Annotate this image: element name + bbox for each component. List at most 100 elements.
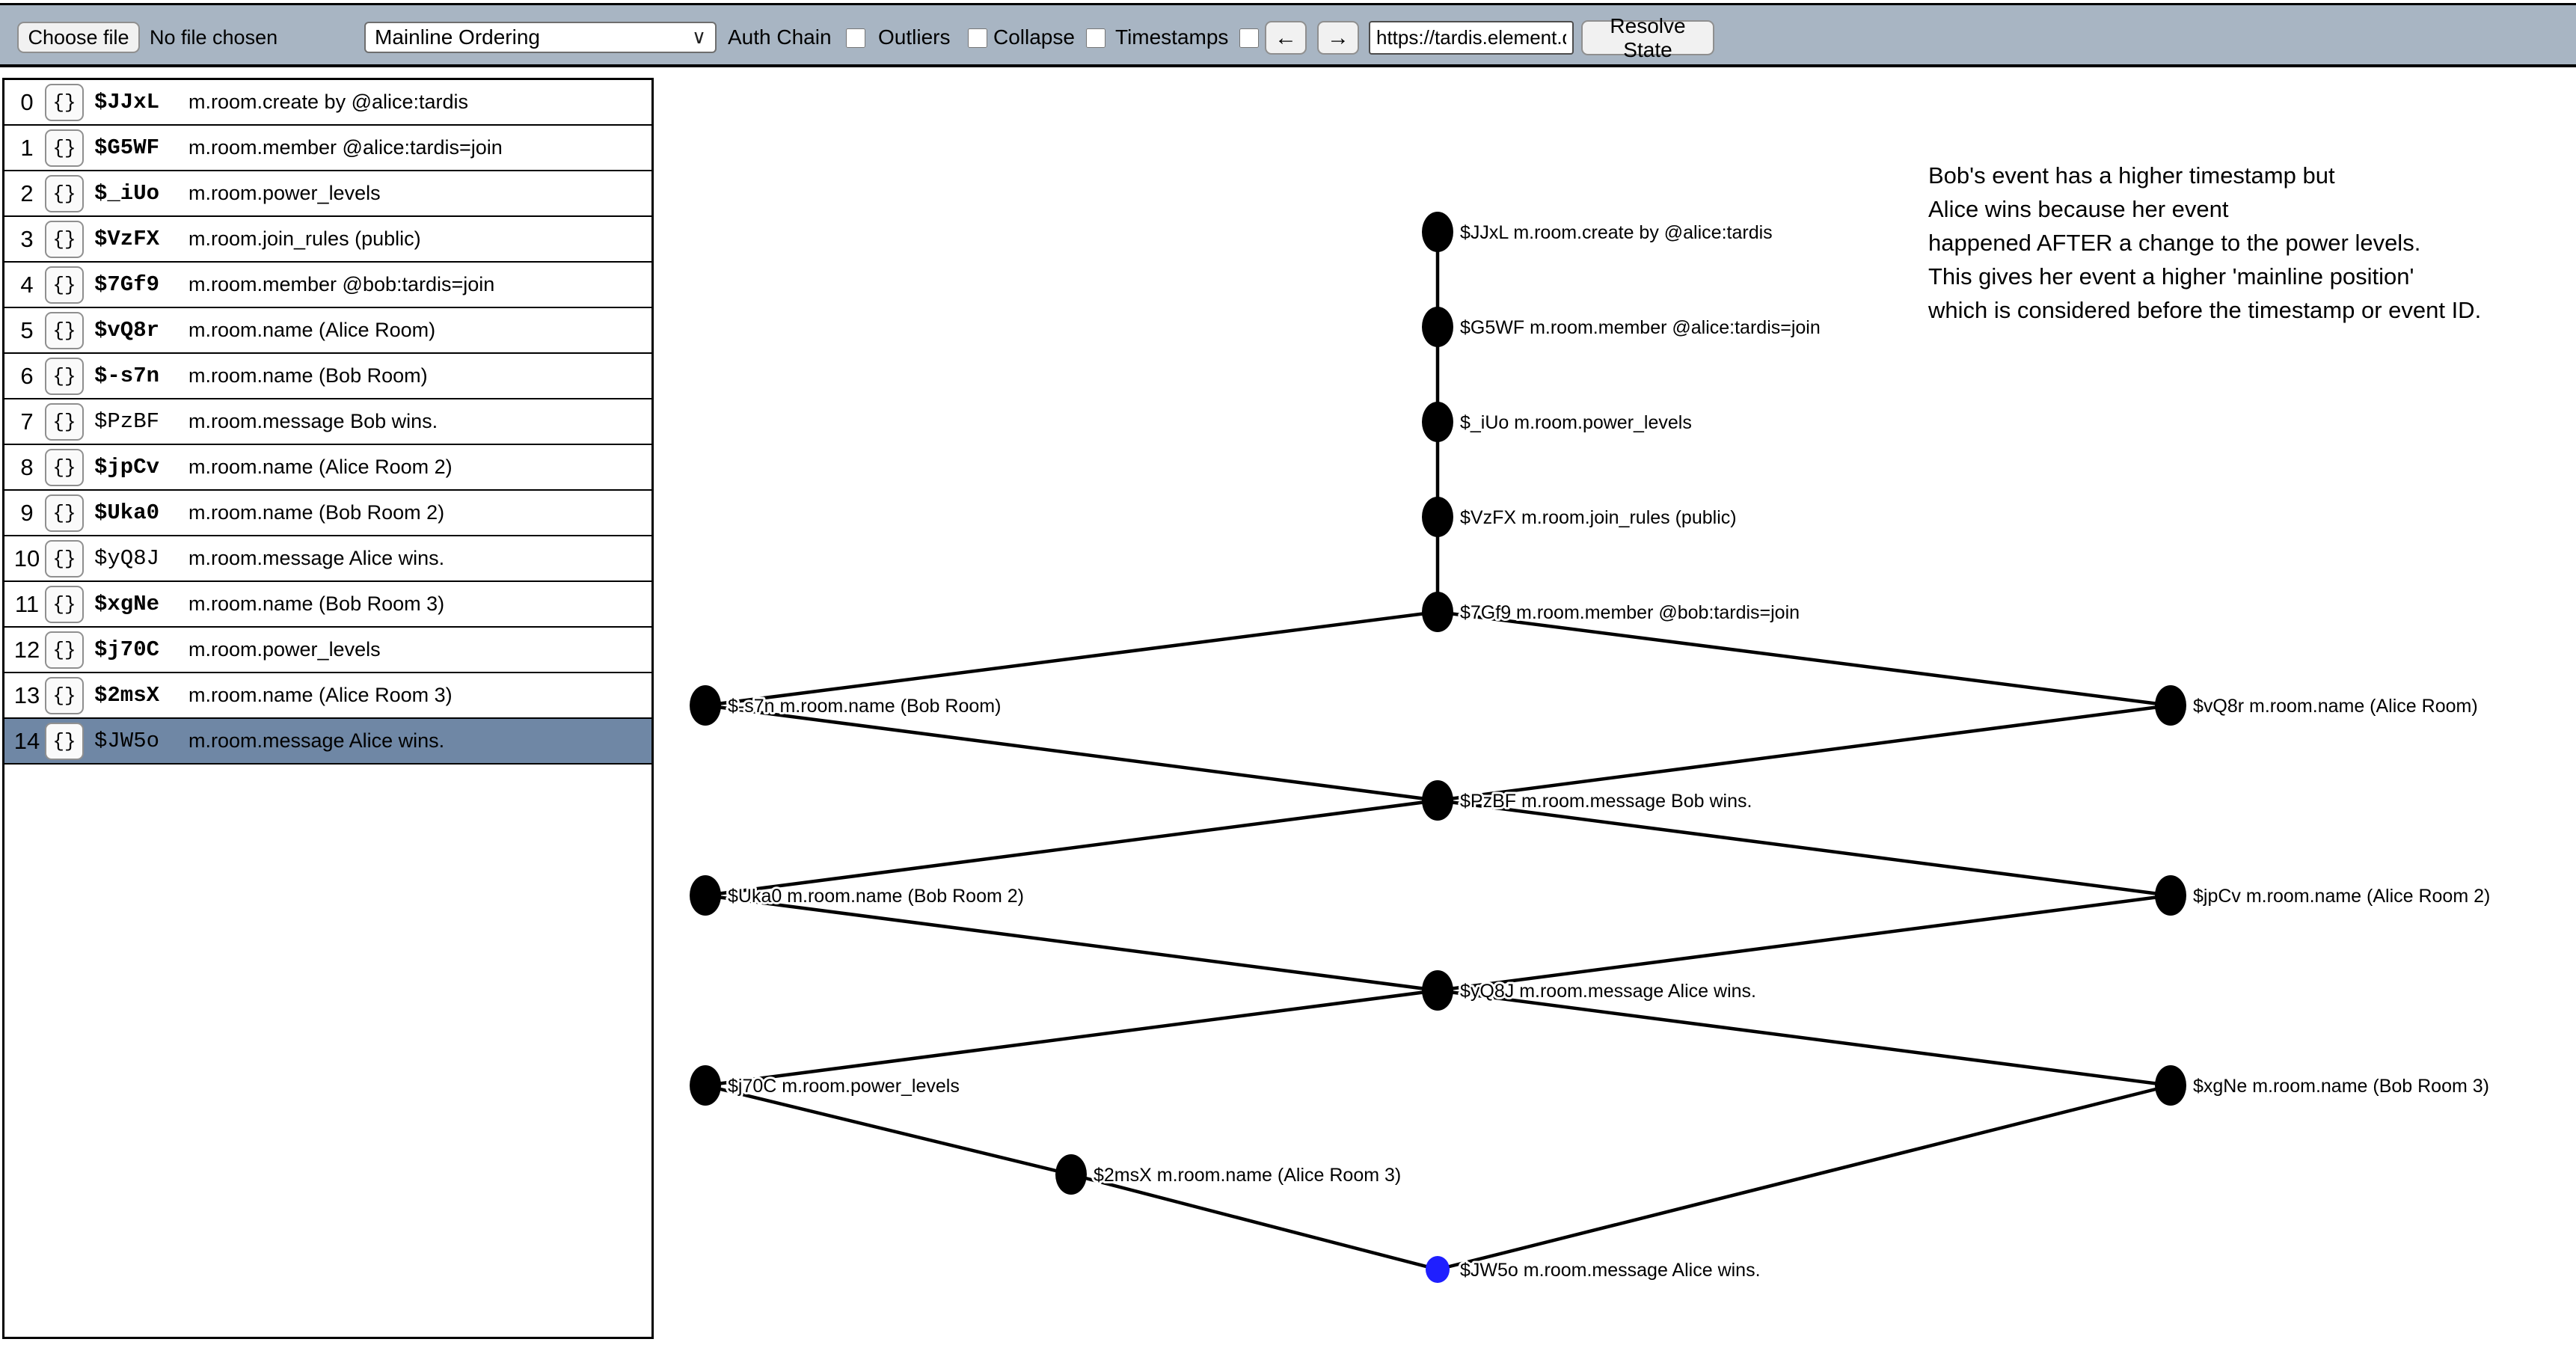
event-id: $_iUo [94, 181, 160, 206]
dag-node[interactable] [1422, 592, 1453, 632]
dag-edge [705, 1083, 1072, 1177]
event-id: $yQ8J [94, 546, 160, 571]
collapse-label: Collapse [993, 25, 1075, 49]
event-id: $jpCv [94, 455, 160, 480]
dag-edge [1437, 798, 2171, 898]
resolve-state-button[interactable]: Resolve State [1581, 14, 1714, 61]
view-json-button[interactable]: {} [45, 585, 84, 623]
dag-node[interactable] [690, 685, 721, 726]
event-description: m.room.message Alice wins. [188, 547, 445, 569]
dag-node[interactable] [2155, 875, 2186, 916]
dag-node[interactable] [1055, 1154, 1087, 1195]
event-id: $Uka0 [94, 500, 160, 525]
event-list-row[interactable]: 1 {} $G5WF m.room.member @alice:tardis=j… [4, 126, 651, 171]
dag-node-selected[interactable] [1426, 1256, 1450, 1283]
event-list-row[interactable]: 8 {} $jpCv m.room.name (Alice Room 2) [4, 445, 651, 491]
back-arrow-button[interactable]: ← [1265, 21, 1307, 55]
event-list-row[interactable]: 0 {} $JJxL m.room.create by @alice:tardi… [4, 80, 651, 126]
dag-node[interactable] [1422, 307, 1453, 347]
dag-node[interactable] [1422, 212, 1453, 252]
dag-node-label: $jpCv m.room.name (Alice Room 2) [2193, 886, 2490, 907]
event-index: 6 [20, 362, 34, 389]
event-list-row[interactable]: 9 {} $Uka0 m.room.name (Bob Room 2) [4, 491, 651, 536]
event-id: $PzBF [94, 409, 160, 434]
view-json-button[interactable]: {} [45, 174, 84, 212]
view-json-button[interactable]: {} [45, 220, 84, 258]
dag-node-label: $_iUo m.room.power_levels [1460, 412, 1692, 433]
timestamps-checkbox[interactable] [1239, 28, 1259, 48]
dag-edge [705, 610, 1438, 708]
dag-node[interactable] [1422, 497, 1453, 537]
dag-node-label: $vQ8r m.room.name (Alice Room) [2193, 696, 2478, 717]
dag-edge [1070, 1172, 1438, 1272]
event-index: 13 [13, 681, 40, 708]
event-list-row[interactable]: 12 {} $j70C m.room.power_levels [4, 628, 651, 673]
event-description: m.room.name (Bob Room) [188, 364, 428, 387]
dag-node[interactable] [2155, 685, 2186, 726]
view-json-button[interactable]: {} [45, 357, 84, 395]
dag-node-label: $-s7n m.room.name (Bob Room) [728, 696, 1001, 717]
view-json-button[interactable]: {} [45, 311, 84, 349]
event-index: 3 [20, 225, 34, 252]
event-index: 14 [13, 727, 40, 754]
event-index: 5 [20, 316, 34, 343]
event-description: m.room.message Bob wins. [188, 410, 438, 432]
dag-node-label: $G5WF m.room.member @alice:tardis=join [1460, 317, 1821, 338]
ordering-select[interactable]: Mainline Ordering ∨ [364, 22, 717, 53]
dag-edge [1437, 610, 2171, 708]
event-description: m.room.member @alice:tardis=join [188, 136, 503, 159]
event-list-row[interactable]: 11 {} $xgNe m.room.name (Bob Room 3) [4, 582, 651, 628]
event-description: m.room.message Alice wins. [188, 729, 445, 752]
event-index: 4 [20, 271, 34, 298]
dag-node[interactable] [1422, 780, 1453, 821]
event-list-row[interactable]: 3 {} $VzFX m.room.join_rules (public) [4, 217, 651, 263]
auth-chain-checkbox[interactable] [846, 28, 865, 48]
dag-node-label: $VzFX m.room.join_rules (public) [1460, 507, 1737, 528]
dag-node-label: $PzBF m.room.message Bob wins. [1460, 791, 1752, 812]
event-list-row[interactable]: 13 {} $2msX m.room.name (Alice Room 3) [4, 673, 651, 719]
view-json-button[interactable]: {} [45, 83, 84, 121]
view-json-button[interactable]: {} [45, 676, 84, 714]
view-json-button[interactable]: {} [45, 722, 84, 760]
view-json-button[interactable]: {} [45, 402, 84, 441]
dag-node[interactable] [690, 875, 721, 916]
dag-node[interactable] [2155, 1065, 2186, 1106]
dag-node[interactable] [1422, 970, 1453, 1011]
forward-arrow-button[interactable]: → [1317, 21, 1359, 55]
view-json-button[interactable]: {} [45, 448, 84, 486]
event-id: $xgNe [94, 592, 160, 616]
event-id: $JJxL [94, 90, 160, 114]
ordering-select-value: Mainline Ordering [375, 25, 540, 49]
event-id: $vQ8r [94, 318, 160, 343]
dag-node-label: $Uka0 m.room.name (Bob Room 2) [728, 886, 1024, 907]
dag-node[interactable] [1422, 402, 1453, 442]
view-json-button[interactable]: {} [45, 266, 84, 304]
event-description: m.room.power_levels [188, 638, 381, 661]
event-description: m.room.create by @alice:tardis [188, 91, 469, 113]
view-json-button[interactable]: {} [45, 129, 84, 167]
dag-node[interactable] [690, 1065, 721, 1106]
event-list-row[interactable]: 2 {} $_iUo m.room.power_levels [4, 171, 651, 217]
view-json-button[interactable]: {} [45, 631, 84, 669]
dag-edge [1437, 893, 2171, 993]
event-index: 0 [20, 88, 34, 115]
event-index: 12 [13, 636, 40, 663]
event-id: $7Gf9 [94, 272, 160, 297]
view-json-button[interactable]: {} [45, 494, 84, 532]
outliers-checkbox[interactable] [968, 28, 987, 48]
event-list-row[interactable]: 10 {} $yQ8J m.room.message Alice wins. [4, 536, 651, 582]
event-list-row[interactable]: 14 {} $JW5o m.room.message Alice wins. [4, 719, 651, 765]
collapse-checkbox[interactable] [1086, 28, 1105, 48]
event-description: m.room.name (Bob Room 2) [188, 501, 445, 524]
event-index: 2 [20, 180, 34, 206]
event-list-row[interactable]: 4 {} $7Gf9 m.room.member @bob:tardis=joi… [4, 263, 651, 308]
event-list-row[interactable]: 6 {} $-s7n m.room.name (Bob Room) [4, 354, 651, 399]
event-list-row[interactable]: 5 {} $vQ8r m.room.name (Alice Room) [4, 308, 651, 354]
choose-file-button[interactable]: Choose file [17, 22, 140, 53]
event-list-row[interactable]: 7 {} $PzBF m.room.message Bob wins. [4, 399, 651, 445]
dag-edge [705, 988, 1438, 1088]
event-id: $-s7n [94, 364, 160, 388]
server-url-input[interactable] [1369, 21, 1574, 55]
dag-edge [1437, 988, 2171, 1088]
view-json-button[interactable]: {} [45, 539, 84, 578]
